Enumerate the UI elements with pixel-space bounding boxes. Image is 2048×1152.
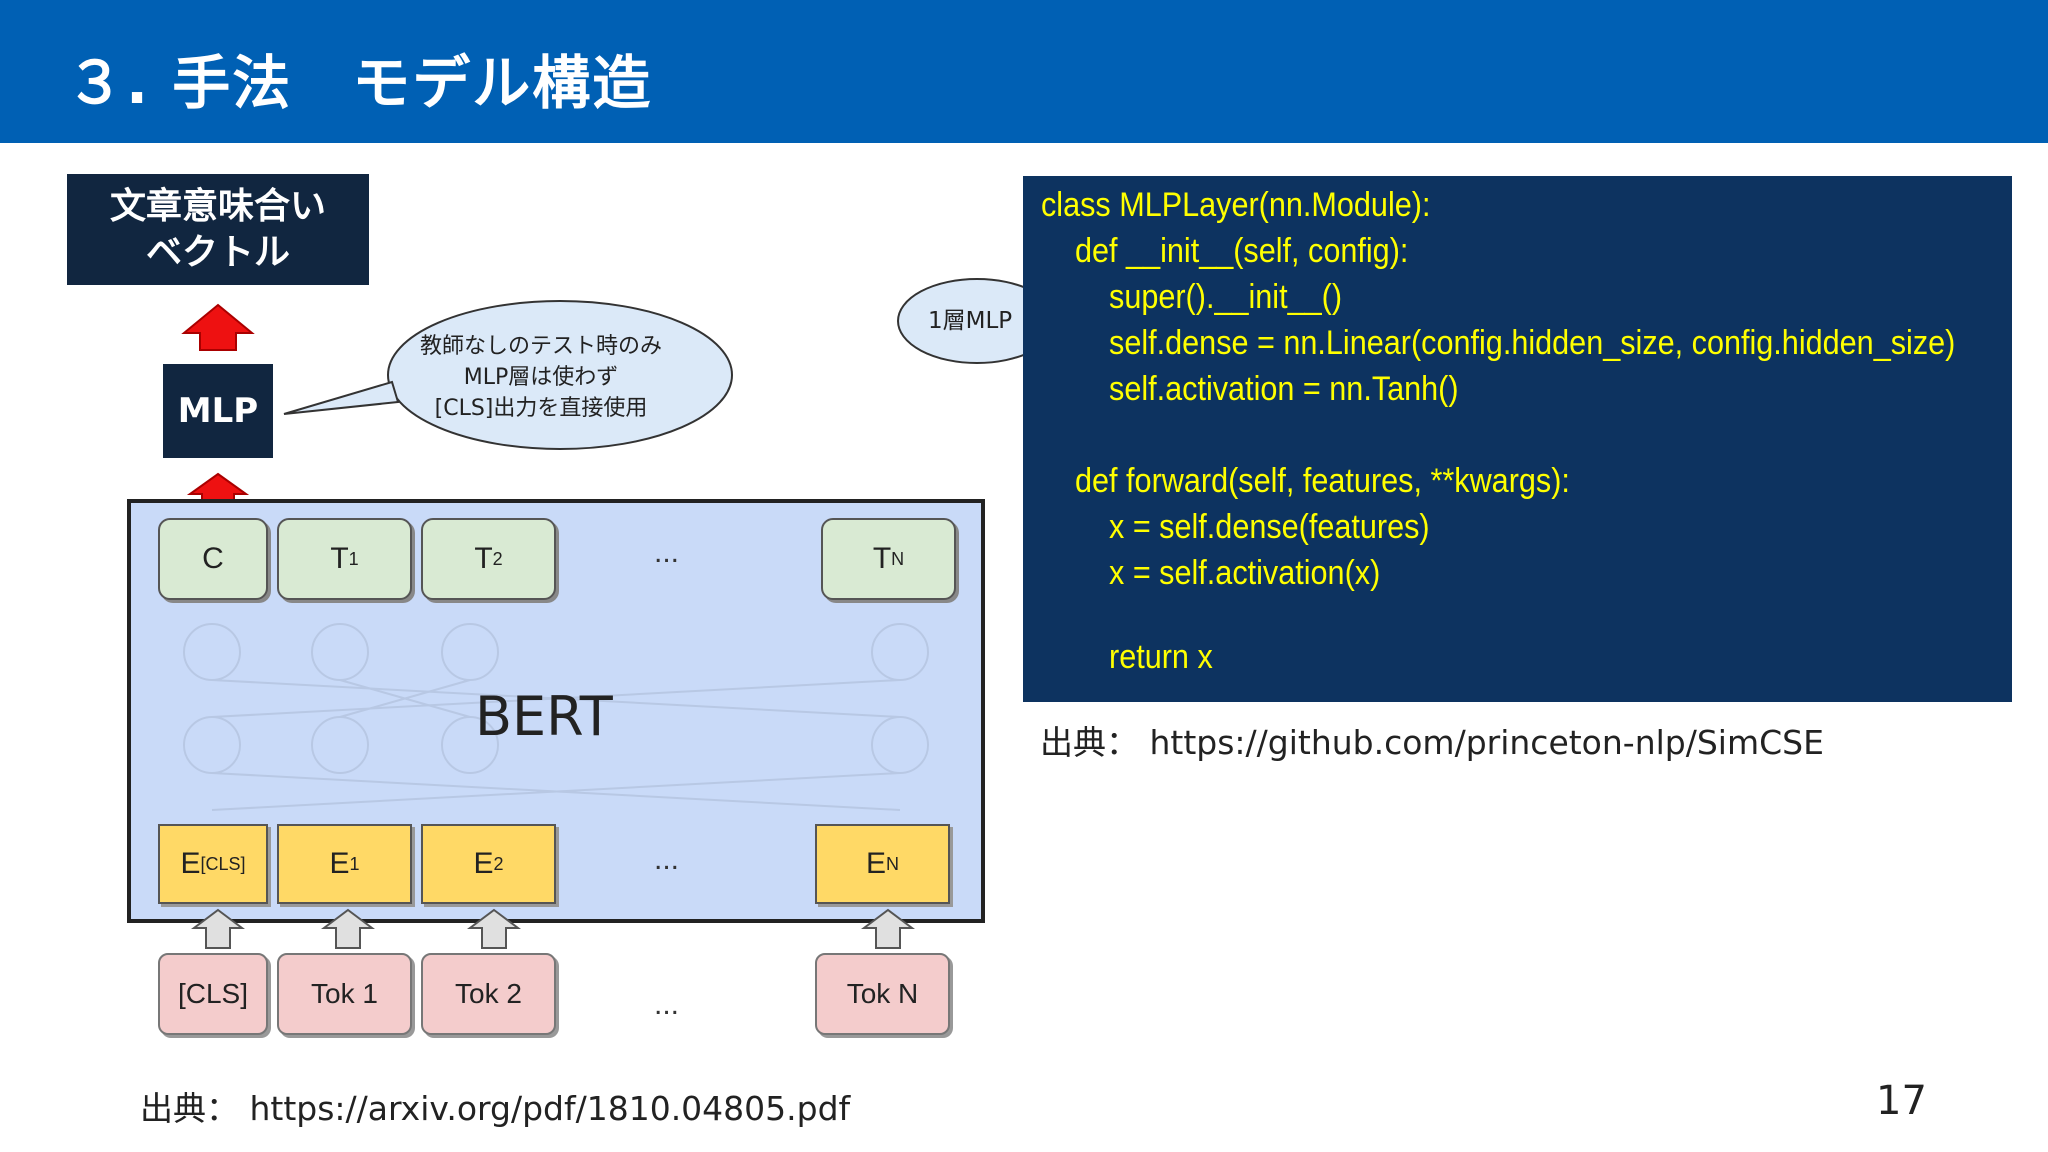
code-line: self.activation = nn.Tanh() (1041, 370, 1459, 408)
callout-line3: [CLS]出力を直接使用 (434, 396, 648, 421)
embedding-sub: N (886, 853, 899, 874)
embedding-sub: 2 (493, 853, 504, 874)
diagram-source: 出典： https://arxiv.org/pdf/1810.04805.pdf (140, 1089, 851, 1128)
embedding-label: E (865, 847, 886, 880)
input-token-cls: [CLS] (158, 953, 268, 1035)
code-line: return x (1041, 638, 1213, 676)
input-token-n: Tok N (815, 953, 950, 1035)
input-arrow-icon (467, 908, 521, 949)
code-line: class MLPLayer(nn.Module): (1041, 186, 1431, 224)
header-bar: ３. 手法 モデル構造 (0, 0, 2048, 143)
output-token-label: C (202, 542, 224, 575)
output-vector-label-line1: 文章意味合い (109, 186, 326, 227)
callout-pointer (283, 380, 400, 415)
output-token-sub: N (891, 548, 905, 569)
callout-text: 教師なしのテスト時のみ MLP層は使わず [CLS]出力を直接使用 (420, 331, 662, 424)
code-line: x = self.activation(x) (1041, 554, 1381, 592)
code-line: def forward(self, features, **kwargs): (1041, 462, 1570, 500)
callout-line2: MLP層は使わず (463, 365, 619, 390)
output-token-sub: 2 (492, 548, 503, 569)
embedding-sub: 1 (349, 853, 360, 874)
code-line: self.dense = nn.Linear(config.hidden_siz… (1041, 324, 1956, 362)
code-callout-text: 1層MLP (928, 308, 1013, 334)
input-arrow-icon (861, 908, 915, 949)
ellipsis: ... (654, 536, 680, 569)
embedding-label: E (329, 847, 350, 880)
code-block: class MLPLayer(nn.Module): def __init__(… (1023, 176, 2012, 702)
ellipsis: ... (654, 988, 680, 1021)
output-token-sub: 1 (348, 548, 359, 569)
code-line: x = self.dense(features) (1041, 508, 1430, 546)
output-token-label: T (872, 542, 892, 575)
code-line: super().__init__() (1041, 278, 1343, 316)
slide-title: ３. 手法 モデル構造 (66, 49, 653, 117)
embedding-label: E (473, 847, 494, 880)
embedding-cls: E[CLS] (158, 824, 268, 904)
embedding-sub: [CLS] (200, 853, 246, 874)
embedding-label: E (180, 847, 201, 880)
bert-label: BERT (475, 685, 613, 748)
callout-line1: 教師なしのテスト時のみ (420, 334, 663, 359)
output-token-label: T (330, 542, 349, 575)
mlp-box: MLP (163, 364, 273, 458)
code-line: def __init__(self, config): (1041, 232, 1409, 270)
input-token-2: Tok 2 (421, 953, 556, 1035)
page-number: 17 (1876, 1078, 1927, 1124)
output-vector-label-line2: ベクトル (145, 232, 290, 273)
input-token-1: Tok 1 (277, 953, 412, 1035)
code-source: 出典： https://github.com/princeton-nlp/Sim… (1040, 723, 1824, 762)
callout-bubble (387, 300, 733, 450)
ellipsis: ... (654, 843, 680, 876)
input-arrow-icon (321, 908, 375, 949)
output-vector-box: 文章意味合い ベクトル (67, 174, 369, 285)
output-token-c: C (158, 518, 268, 600)
output-token-label: T (474, 542, 493, 575)
input-arrow-icon (191, 908, 245, 949)
up-arrow-icon (181, 303, 255, 351)
